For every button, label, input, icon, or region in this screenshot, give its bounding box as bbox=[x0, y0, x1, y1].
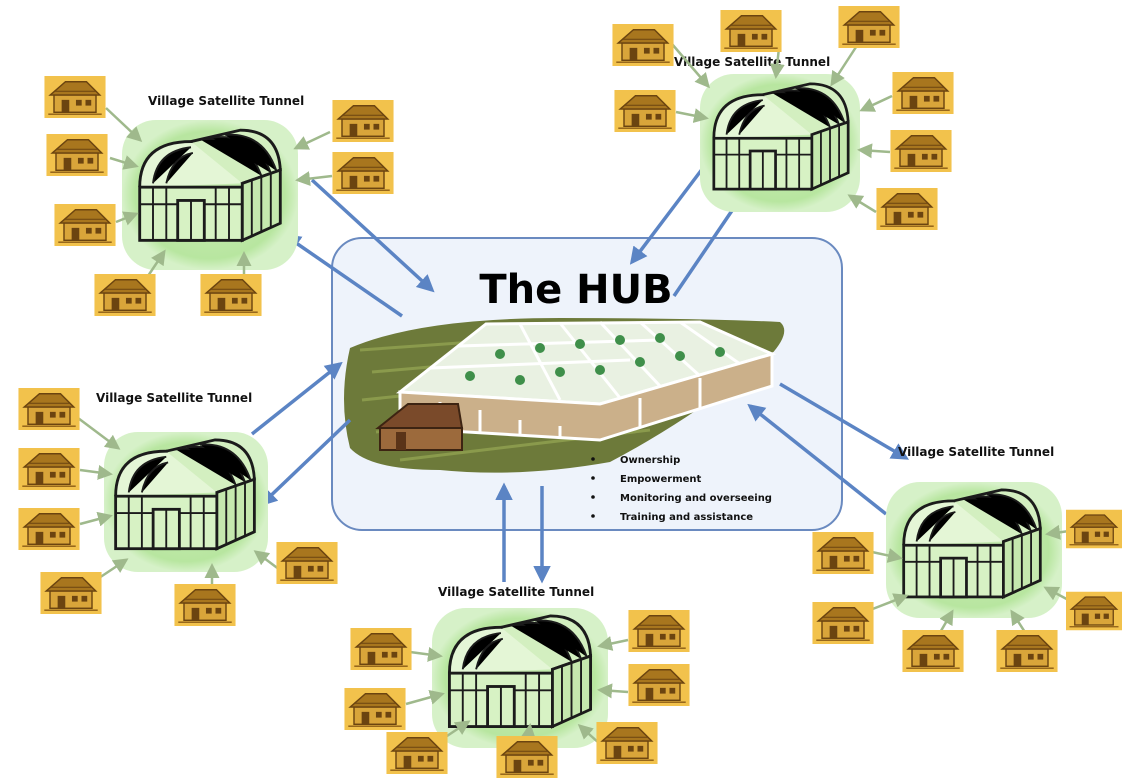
hut-icon bbox=[18, 448, 80, 490]
satellite-label: Village Satellite Tunnel bbox=[674, 55, 830, 69]
arrow-to-hub bbox=[747, 403, 888, 516]
hut-icon bbox=[54, 204, 116, 246]
hut-icon bbox=[628, 664, 690, 706]
hut-icon bbox=[46, 134, 108, 176]
satellite-right: Village Satellite Tunnel bbox=[812, 445, 1122, 672]
hut-icon bbox=[812, 602, 874, 644]
hut-icon bbox=[838, 6, 900, 48]
hub-bullet-list: Ownership Empowerment Monitoring and ove… bbox=[591, 455, 772, 523]
arrow-from-hub bbox=[259, 418, 352, 507]
satellite-label: Village Satellite Tunnel bbox=[898, 445, 1054, 459]
arrow-from-hub bbox=[283, 234, 403, 318]
hut-icon bbox=[890, 130, 952, 172]
satellite-top-left: Village Satellite Tunnel bbox=[44, 76, 394, 316]
satellite-top-right: Village Satellite Tunnel bbox=[612, 6, 954, 230]
hut-icon bbox=[1066, 591, 1122, 631]
arrow-from-hub bbox=[779, 382, 910, 460]
hut-icon bbox=[40, 572, 102, 614]
hub-bullet-item: Empowerment bbox=[620, 474, 702, 485]
hut-icon bbox=[332, 100, 394, 142]
hut-icon bbox=[876, 188, 938, 230]
hub-title: The HUB bbox=[479, 267, 672, 313]
hub-greenhouse-icon bbox=[344, 318, 785, 473]
hut-icon bbox=[996, 630, 1058, 672]
hut-icon bbox=[18, 508, 80, 550]
hub-panel: The HUB bbox=[331, 237, 843, 531]
hut-icon bbox=[812, 532, 874, 574]
hut-icon bbox=[332, 152, 394, 194]
arrow-from-hub bbox=[629, 162, 708, 265]
hut-icon bbox=[892, 72, 954, 114]
hut-icon bbox=[1066, 509, 1122, 549]
hut-icon bbox=[902, 630, 964, 672]
hut-icon bbox=[350, 628, 412, 670]
satellite-label: Village Satellite Tunnel bbox=[438, 585, 594, 599]
hut-icon bbox=[386, 732, 448, 774]
arrow-to-hub bbox=[250, 361, 343, 436]
hub-bullet-item: Monitoring and overseeing bbox=[620, 493, 772, 504]
hut-icon bbox=[94, 274, 156, 316]
hut-icon bbox=[496, 736, 558, 778]
hut-icon bbox=[44, 76, 106, 118]
satellite-mid-left: Village Satellite Tunnel bbox=[18, 388, 338, 626]
hub-bullet-item: Training and assistance bbox=[620, 512, 753, 523]
hut-icon bbox=[612, 24, 674, 66]
hut-icon bbox=[174, 584, 236, 626]
hut-icon bbox=[18, 388, 80, 430]
satellite-label: Village Satellite Tunnel bbox=[96, 391, 252, 405]
satellite-label: Village Satellite Tunnel bbox=[148, 94, 304, 108]
satellite-bottom: Village Satellite Tunnel bbox=[344, 585, 690, 778]
hub-bullet-item: Ownership bbox=[620, 455, 680, 466]
hut-icon bbox=[628, 610, 690, 652]
arrow-to-hub bbox=[310, 178, 435, 293]
hut-icon bbox=[614, 90, 676, 132]
hut-icon bbox=[344, 688, 406, 730]
hut-icon bbox=[200, 274, 262, 316]
hut-icon bbox=[720, 10, 782, 52]
hut-icon bbox=[596, 722, 658, 764]
hut-icon bbox=[276, 542, 338, 584]
